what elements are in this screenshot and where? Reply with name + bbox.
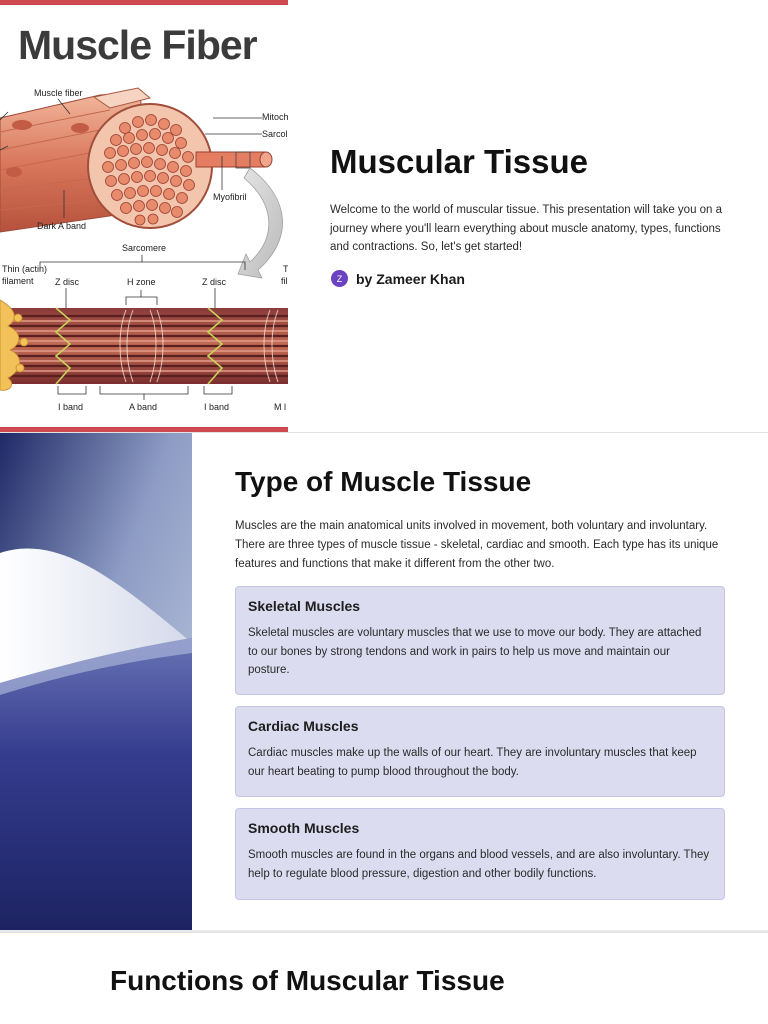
card-cardiac-muscles: Cardiac Muscles Cardiac muscles make up … [235,706,725,797]
label-i-band-right: I band [204,402,230,412]
label-mitochondria: Mitoch [262,112,288,122]
card-skeletal-muscles: Skeletal Muscles Skeletal muscles are vo… [235,586,725,695]
label-filament: filament [2,276,34,286]
figure-top-accent-bar [0,0,288,5]
label-muscle-fiber: Muscle fiber [34,88,83,98]
slide-muscle-types: Type of Muscle Tissue Muscles are the ma… [0,432,768,930]
label-dark-a-band: Dark A band [37,221,87,231]
label-h-zone: H zone [127,277,156,287]
section-intro-text: Muscles are the main anatomical units in… [235,520,719,570]
card-title: Cardiac Muscles [248,718,359,734]
label-z-disc-left: Z disc [55,277,80,287]
author-byline[interactable]: Z by Zameer Khan [331,270,465,287]
author-name: by Zameer Khan [356,270,465,287]
label-thick-cut: T [283,264,288,274]
label-z-disc-right: Z disc [202,277,227,287]
slide-title: Muscular Tissue [330,143,588,180]
avatar[interactable]: Z [331,270,348,287]
label-i-band-left: I band [58,402,84,412]
slide-intro: Muscle Fiber Muscle fiber Mitoch Sarcol … [0,0,768,432]
abstract-swoosh-image [0,433,192,930]
figure-title: Muscle Fiber [18,22,258,68]
label-filament-cut: fil [281,276,288,286]
card-title: Smooth Muscles [248,820,360,836]
card-title: Skeletal Muscles [248,598,361,614]
figure-bottom-accent-bar [0,427,288,432]
card-smooth-muscles: Smooth Muscles Smooth muscles are found … [235,808,725,900]
card-body: Cardiac muscles make up the walls of our… [248,747,697,778]
label-a-band: A band [129,402,158,412]
section-title: Type of Muscle Tissue [235,466,532,497]
label-sarcolemma: Sarcol [262,129,288,139]
label-thin-actin: Thin (actin) [2,264,48,274]
label-sarcomere: Sarcomere [122,243,167,253]
slide-functions: Functions of Muscular Tissue [0,932,768,1024]
muscle-fiber-illustration: Muscle Fiber Muscle fiber Mitoch Sarcol … [0,0,288,432]
card-body: Smooth muscles are found in the organs a… [248,849,710,880]
muscle-fiber-diagram [0,87,288,400]
section-title: Functions of Muscular Tissue [110,965,505,996]
slide-intro-text: Welcome to the world of muscular tissue.… [330,204,723,253]
label-myofibril: Myofibril [213,192,247,202]
card-body: Skeletal muscles are voluntary muscles t… [248,627,702,676]
label-m-line-cut: M l [274,402,286,412]
